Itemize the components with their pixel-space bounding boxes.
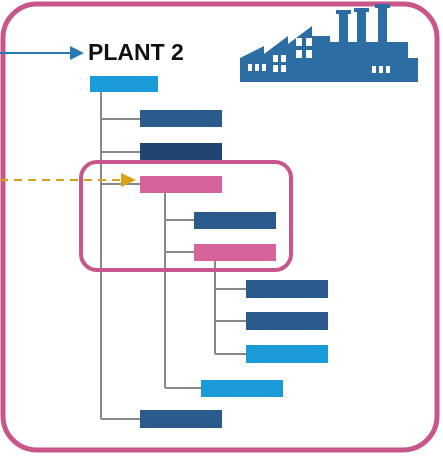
factory-icon <box>240 4 418 82</box>
tree-node-root <box>90 76 158 92</box>
tree-nodes <box>90 76 328 428</box>
tree-connectors <box>100 92 246 420</box>
plant-title: PLANT 2 <box>88 39 184 65</box>
tree-node-grandchild-3 <box>201 380 283 397</box>
tree-node-child-2 <box>140 143 222 160</box>
incoming-arrow <box>0 46 84 60</box>
tree-node-child-1 <box>140 110 222 127</box>
tree-node-great-grandchild-2 <box>246 312 328 330</box>
selection-arrow <box>0 173 136 187</box>
tree-node-child-4 <box>140 410 222 428</box>
tree-node-great-grandchild-3 <box>246 345 328 363</box>
tree-node-child-3 <box>140 176 222 193</box>
highlight-frame <box>79 160 293 272</box>
tree-node-grandchild-1 <box>194 212 276 229</box>
tree-node-great-grandchild-1 <box>246 280 328 298</box>
tree-node-grandchild-2 <box>194 244 276 261</box>
